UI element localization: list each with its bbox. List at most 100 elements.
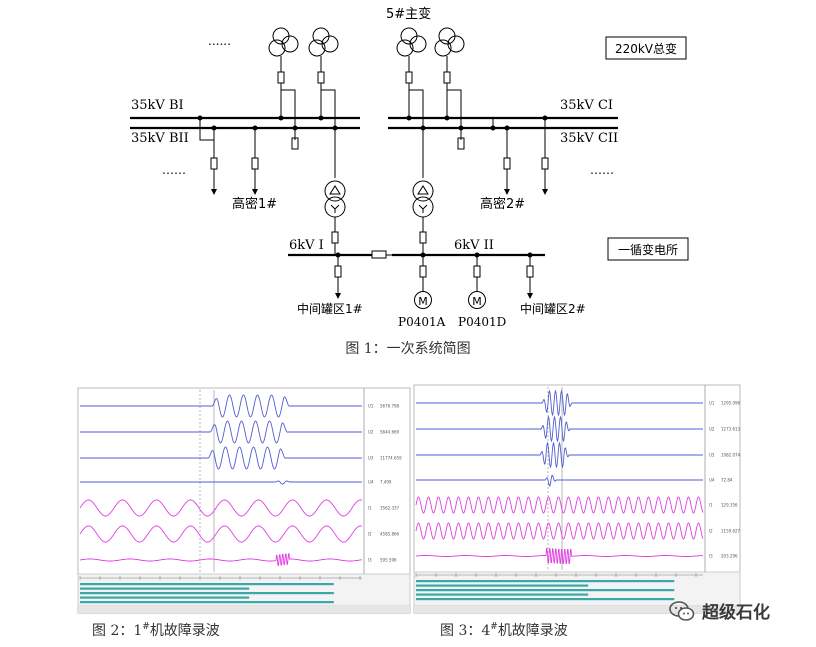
box-circulation-substation (607, 237, 689, 261)
label-bus-bi: 35kV BI (131, 98, 184, 113)
channel-label: U2 (709, 427, 715, 432)
channel-label: I2 (709, 529, 713, 534)
status-bar (416, 589, 675, 592)
channel-readout: 595.596 (380, 558, 397, 563)
label-p0401d: P0401D (458, 315, 506, 329)
transformer-left-2 (308, 27, 339, 178)
channel-label: U3 (368, 456, 374, 461)
feeder-p0401a (414, 255, 432, 309)
channel-readout: 11774.659 (380, 456, 402, 461)
transformer-35-6-right (412, 180, 434, 255)
bus-coupler-switch (371, 250, 387, 259)
status-bar (80, 587, 250, 590)
label-bus-cii: 35kV CII (560, 131, 618, 146)
caption-fig3: 图 3：4#机故障录波 (440, 622, 568, 639)
channel-readout: 203.296 (721, 554, 738, 559)
trace-U3 (416, 441, 703, 469)
trace-U1 (80, 394, 362, 418)
status-bar (416, 580, 675, 583)
trace-I1 (415, 496, 704, 514)
channel-readout: 1082.074 (721, 453, 741, 458)
channel-label: U3 (709, 453, 715, 458)
channel-readout: 129.356 (721, 503, 738, 508)
status-bar (80, 596, 250, 599)
ellipsis-top-left: ...... (208, 34, 231, 48)
ellipsis-mid-right: …… (590, 163, 614, 177)
trace-I3 (416, 548, 703, 564)
wechat-icon (669, 600, 695, 621)
channel-label: I3 (368, 558, 372, 563)
trace-I1 (79, 499, 363, 517)
status-bar (80, 592, 334, 595)
label-gaomi2: 高密2# (480, 196, 525, 212)
feeder-zj1 (334, 255, 342, 299)
channel-label: U4 (709, 478, 715, 483)
channel-label: U4 (368, 480, 374, 485)
channel-readout: 5644.669 (380, 430, 400, 435)
status-bar (416, 593, 589, 596)
label-zj1: 中间罐区1# (297, 301, 363, 316)
channel-readout: 5676.798 (380, 404, 400, 409)
label-p0401a: P0401A (398, 315, 446, 329)
feeder-p0401d (468, 255, 486, 309)
channel-label: U1 (368, 404, 374, 409)
feeder-gaomi1 (199, 118, 259, 195)
channel-readout: 7.499 (380, 480, 392, 485)
status-bar (416, 598, 675, 601)
box-circ-label: 一循变电所 (618, 242, 678, 257)
trace-I3 (79, 553, 363, 567)
motor-p0401d (468, 291, 486, 309)
motor-p0401a (414, 291, 432, 309)
channel-readout: 3562.337 (380, 506, 400, 511)
box-220kv-label: 220kV总变 (615, 41, 677, 56)
bus-nodes (197, 115, 548, 258)
channel-label: I1 (368, 506, 372, 511)
single-line-diagram (130, 27, 689, 309)
trace-U2 (416, 415, 703, 443)
status-bar (80, 601, 334, 604)
trace-I2 (415, 522, 704, 540)
label-6kv-i: 6kV I (289, 238, 324, 253)
label-bus-bii: 35kV BII (131, 131, 189, 146)
channel-label: I2 (368, 532, 372, 537)
label-zj2: 中间罐区2# (520, 301, 586, 316)
trace-U4 (80, 480, 362, 485)
watermark-text: 超级石化 (702, 603, 770, 623)
channel-readout: 1273.613 (721, 427, 741, 432)
trace-U4 (416, 474, 703, 487)
label-bus-ci: 35kV CI (560, 98, 613, 113)
motor-a-symbol: M (418, 295, 428, 308)
channel-label: I1 (709, 503, 713, 508)
channel-label: U2 (368, 430, 374, 435)
watermark: 超级石化 (668, 598, 770, 623)
sld-labels: 5#主变 220kV总变 一循变电所 ...... …… …… 35kV BI … (131, 6, 678, 357)
transformer-title: 5#主变 (386, 6, 431, 22)
caption-fig1: 图 1：一次系统简图 (345, 340, 470, 357)
label-gaomi1: 高密1# (232, 196, 277, 212)
trace-U2 (80, 420, 362, 444)
ellipsis-mid-left: …… (162, 163, 186, 177)
trace-I2 (79, 525, 363, 543)
box-220kv (605, 36, 687, 60)
label-6kv-ii: 6kV II (454, 238, 494, 253)
channel-readout: 4585.866 (380, 532, 400, 537)
status-bar (80, 583, 334, 586)
channel-readout: 1295.096 (721, 401, 741, 406)
channel-readout: 1159.627 (721, 529, 741, 534)
channel-readout: 72.84 (721, 478, 733, 483)
motor-d-symbol: M (472, 295, 482, 308)
status-bar (416, 584, 589, 587)
transformer-35-6-left (324, 180, 346, 255)
feeder-gaomi2 (492, 118, 549, 195)
caption-fig2: 图 2：1#机故障录波 (92, 622, 220, 639)
trace-U3 (80, 446, 362, 470)
transformer-right-2 (434, 27, 465, 150)
feeder-zj2 (526, 255, 534, 299)
trace-U1 (416, 389, 703, 417)
channel-label: I3 (709, 554, 713, 559)
transformer-right-1 (396, 27, 427, 178)
channel-label: U1 (709, 401, 715, 406)
